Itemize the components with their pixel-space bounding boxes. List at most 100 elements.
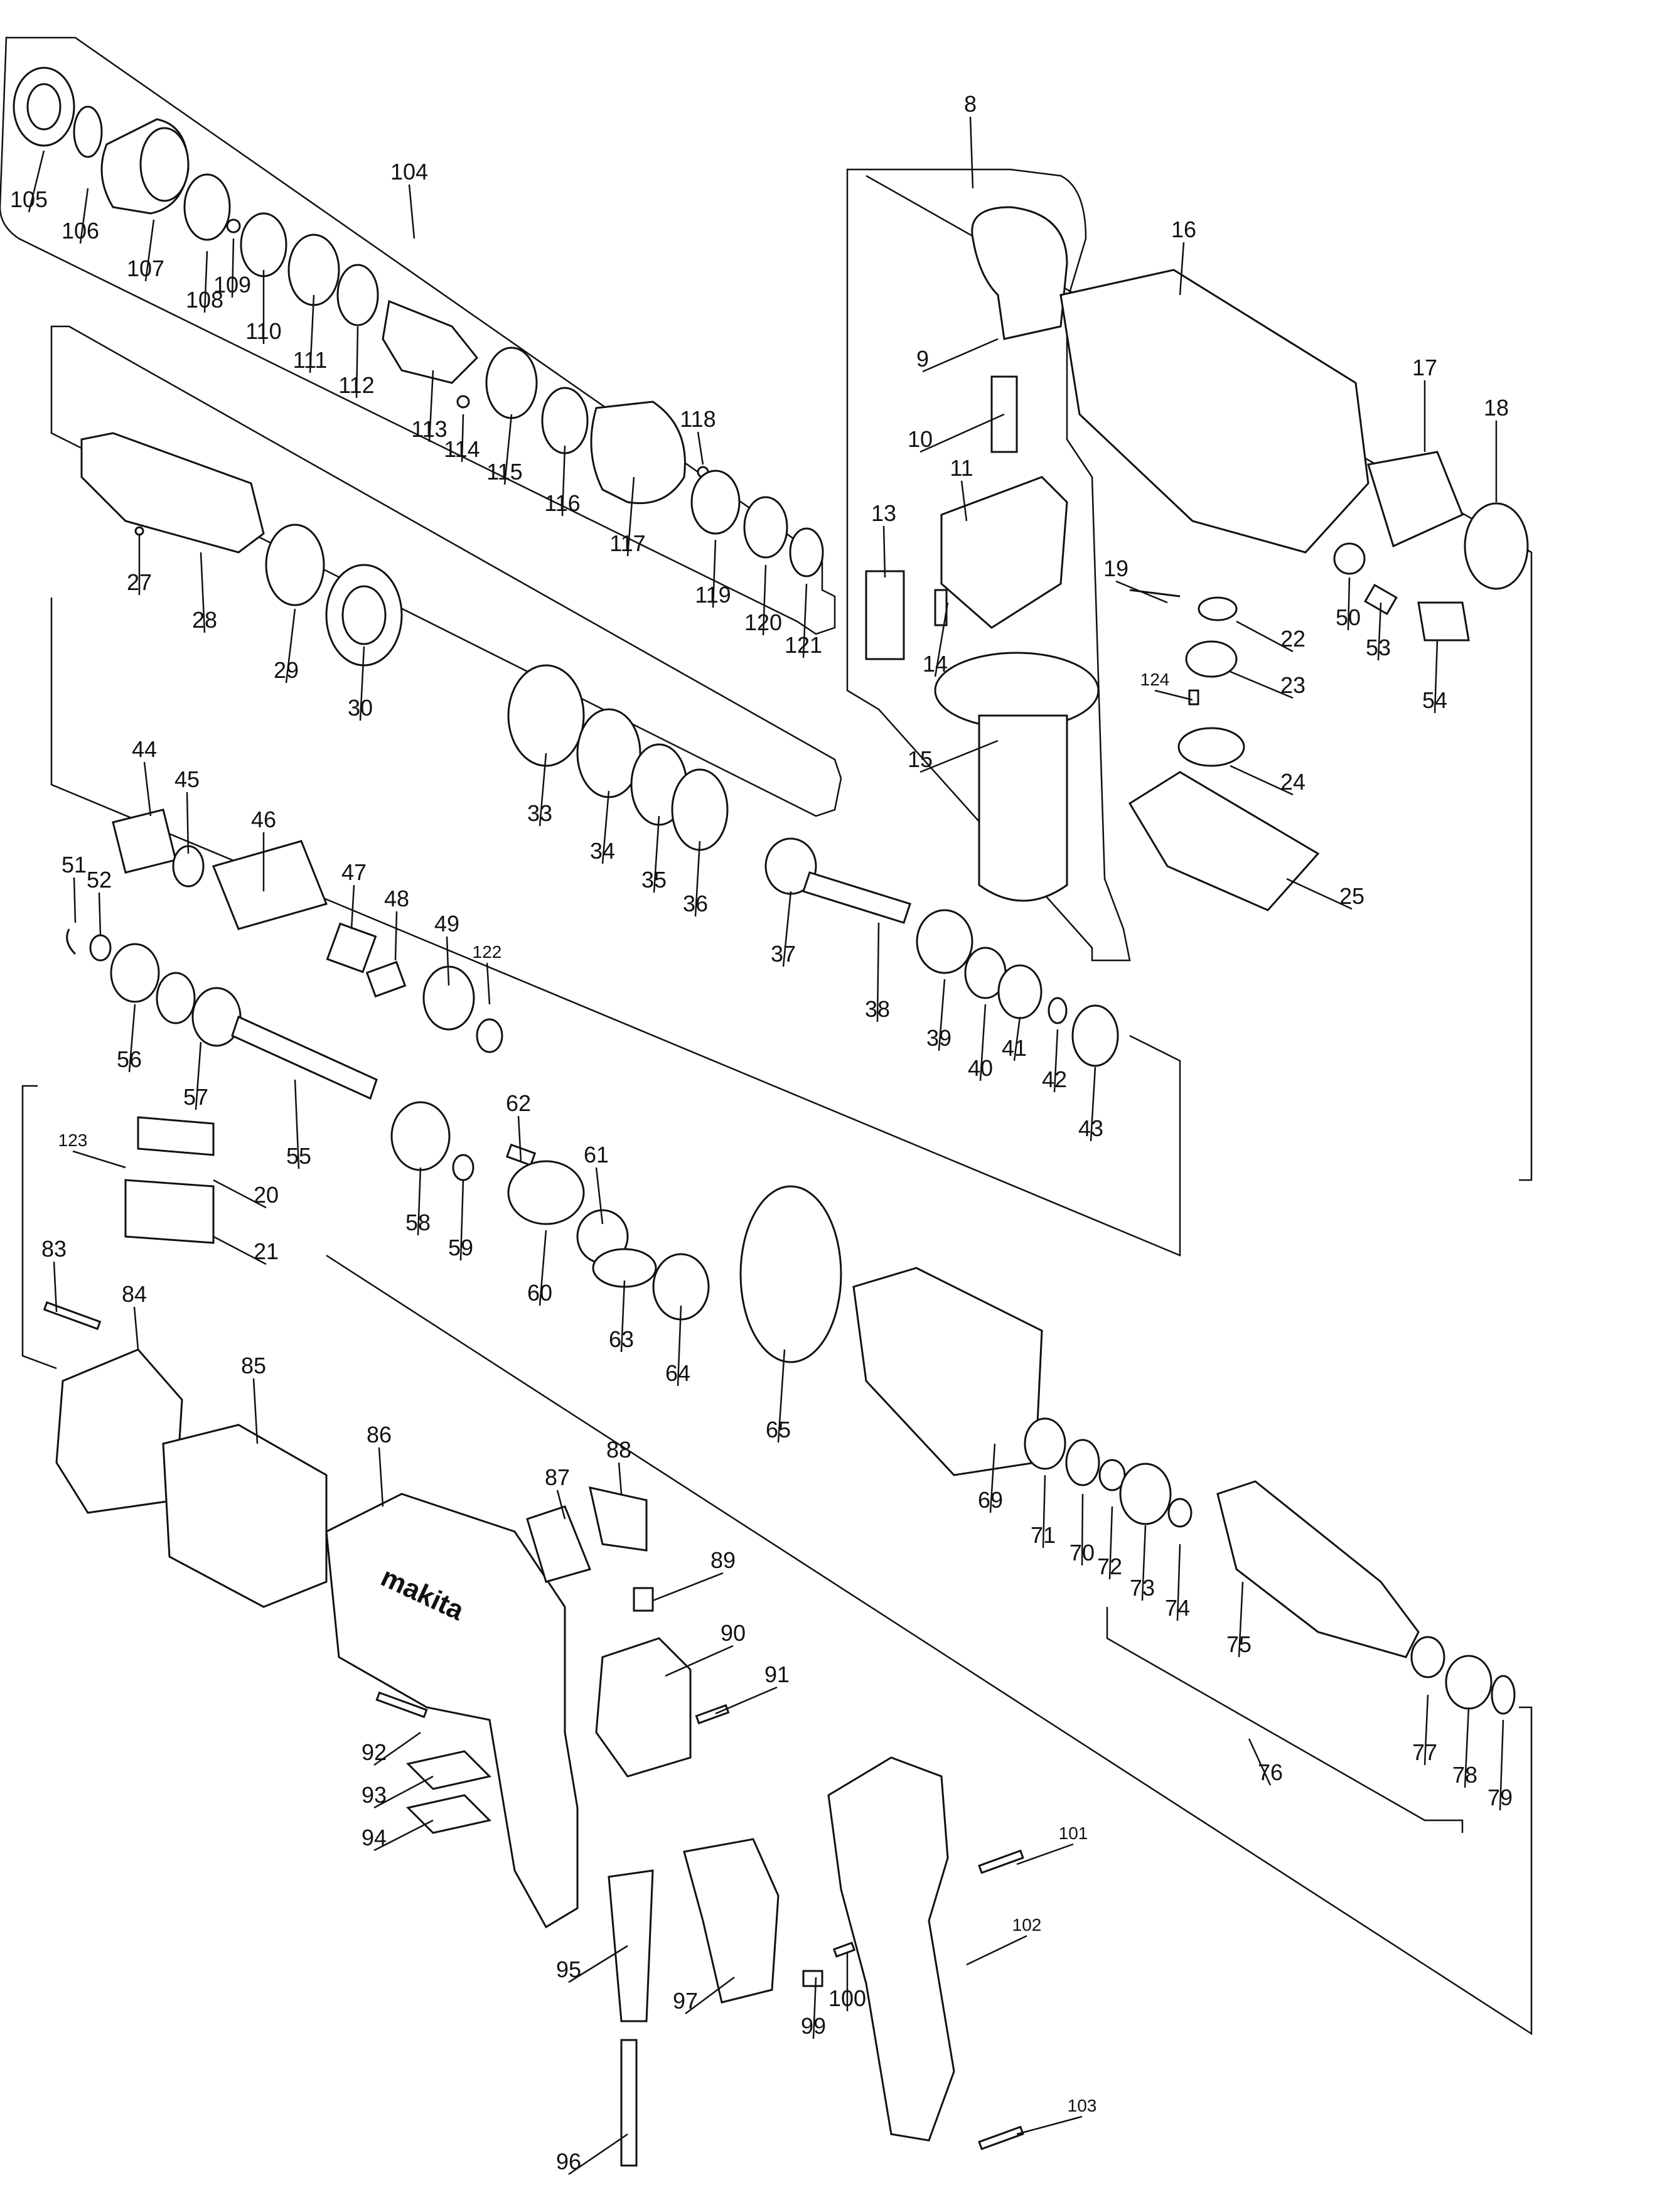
part-label-91: 91 — [764, 1662, 790, 1687]
part-label-20: 20 — [254, 1182, 279, 1208]
leader-line-56 — [128, 1004, 136, 1073]
leader-line-60 — [539, 1230, 547, 1306]
leader-line-84 — [133, 1306, 139, 1350]
frame-mechanism-group — [50, 598, 1181, 1257]
leader-line-101 — [1016, 1843, 1074, 1866]
part-shape-117 — [590, 400, 686, 505]
leader-line-107 — [144, 219, 155, 282]
part-shape-16 — [1059, 269, 1370, 554]
part-shape-24 — [1177, 727, 1245, 767]
part-shape-70 — [1065, 1439, 1100, 1486]
part-shape-43 — [1071, 1004, 1119, 1067]
part-label-124: 124 — [1140, 670, 1170, 689]
part-shape-119 — [690, 470, 741, 535]
leader-line-87 — [556, 1490, 566, 1520]
leader-line-52 — [98, 892, 102, 936]
frame-tool-holder-group — [0, 36, 836, 635]
part-shape-20 — [137, 1116, 215, 1156]
part-label-96: 96 — [556, 2149, 581, 2174]
leader-line-90 — [665, 1645, 734, 1677]
part-shape-30-inner — [341, 585, 387, 645]
part-shape-110 — [240, 212, 287, 277]
part-label-48: 48 — [384, 886, 409, 911]
part-shape-19 — [1129, 589, 1181, 598]
part-shape-77 — [1410, 1636, 1445, 1678]
part-label-49: 49 — [434, 911, 459, 937]
part-shape-103 — [978, 2125, 1024, 2150]
leader-lines — [28, 116, 1504, 2176]
leader-line-79 — [1499, 1719, 1504, 1811]
leader-line-35 — [653, 815, 660, 893]
part-shape-69 — [852, 1267, 1043, 1476]
leader-line-59 — [459, 1179, 464, 1261]
leader-line-45 — [186, 792, 190, 854]
leader-line-25 — [1286, 878, 1353, 910]
part-label-72: 72 — [1097, 1554, 1122, 1579]
part-shape-100 — [832, 1941, 856, 1958]
leader-line-20 — [213, 1179, 267, 1209]
part-label-52: 52 — [87, 867, 112, 893]
leader-line-24 — [1230, 765, 1294, 796]
leader-line-123 — [72, 1150, 126, 1169]
part-label-34: 34 — [590, 838, 615, 864]
leader-line-53 — [1377, 602, 1382, 661]
part-label-84: 84 — [122, 1281, 147, 1307]
part-label-85: 85 — [241, 1353, 266, 1378]
part-label-97: 97 — [673, 1988, 698, 2014]
part-shape-60 — [507, 1160, 585, 1225]
part-label-70: 70 — [1069, 1540, 1095, 1565]
part-label-19: 19 — [1103, 556, 1128, 581]
leader-line-43 — [1090, 1066, 1096, 1142]
leader-line-120 — [762, 564, 767, 636]
leader-line-19 — [1115, 580, 1168, 604]
part-label-21: 21 — [254, 1238, 279, 1264]
leader-line-21 — [213, 1235, 267, 1265]
part-label-56: 56 — [117, 1046, 142, 1072]
part-shape-28 — [80, 432, 265, 554]
part-label-95: 95 — [556, 1957, 581, 1982]
part-shape-96 — [620, 2039, 638, 2167]
part-shape-39 — [916, 909, 973, 974]
part-shape-84 — [55, 1348, 183, 1514]
leader-line-69 — [989, 1443, 996, 1513]
leader-line-122 — [486, 962, 491, 1005]
part-shape-42 — [1048, 997, 1068, 1024]
part-shape-59 — [452, 1154, 474, 1181]
part-shape-120 — [743, 496, 788, 559]
part-shape-105-inner — [26, 83, 62, 131]
part-label-103: 103 — [1068, 2096, 1097, 2115]
part-label-29: 29 — [274, 657, 299, 683]
leader-line-55 — [294, 1079, 300, 1169]
part-label-22: 22 — [1280, 626, 1305, 652]
leader-line-76 — [1248, 1738, 1272, 1786]
part-label-18: 18 — [1484, 395, 1509, 421]
part-shape-48 — [365, 960, 407, 998]
part-label-118: 118 — [680, 406, 716, 432]
leader-line-54 — [1434, 640, 1439, 714]
part-shape-65 — [739, 1185, 842, 1363]
leader-line-111 — [309, 294, 315, 373]
part-shape-97 — [683, 1838, 780, 2004]
frame-handle-group — [846, 168, 1131, 962]
leader-line-22 — [1236, 620, 1294, 653]
part-label-33: 33 — [527, 800, 552, 826]
leader-line-63 — [620, 1280, 626, 1353]
part-label-79: 79 — [1487, 1785, 1513, 1810]
part-shape-33 — [507, 664, 585, 767]
part-shape-106 — [73, 105, 103, 158]
leader-line-113 — [428, 370, 434, 443]
part-label-41: 41 — [1002, 1035, 1027, 1061]
leader-line-47 — [350, 884, 355, 930]
part-label-69: 69 — [978, 1487, 1003, 1513]
part-label-113: 113 — [411, 416, 447, 442]
leader-line-85 — [252, 1378, 259, 1444]
part-shape-107-face — [139, 127, 190, 202]
part-shape-21 — [124, 1179, 215, 1244]
part-label-121: 121 — [785, 632, 822, 658]
leader-line-61 — [595, 1167, 604, 1225]
leader-line-71 — [1042, 1474, 1046, 1549]
part-shape-124 — [1188, 689, 1199, 706]
leader-line-39 — [938, 979, 946, 1051]
leader-line-16 — [1179, 242, 1185, 296]
part-label-37: 37 — [771, 941, 796, 967]
